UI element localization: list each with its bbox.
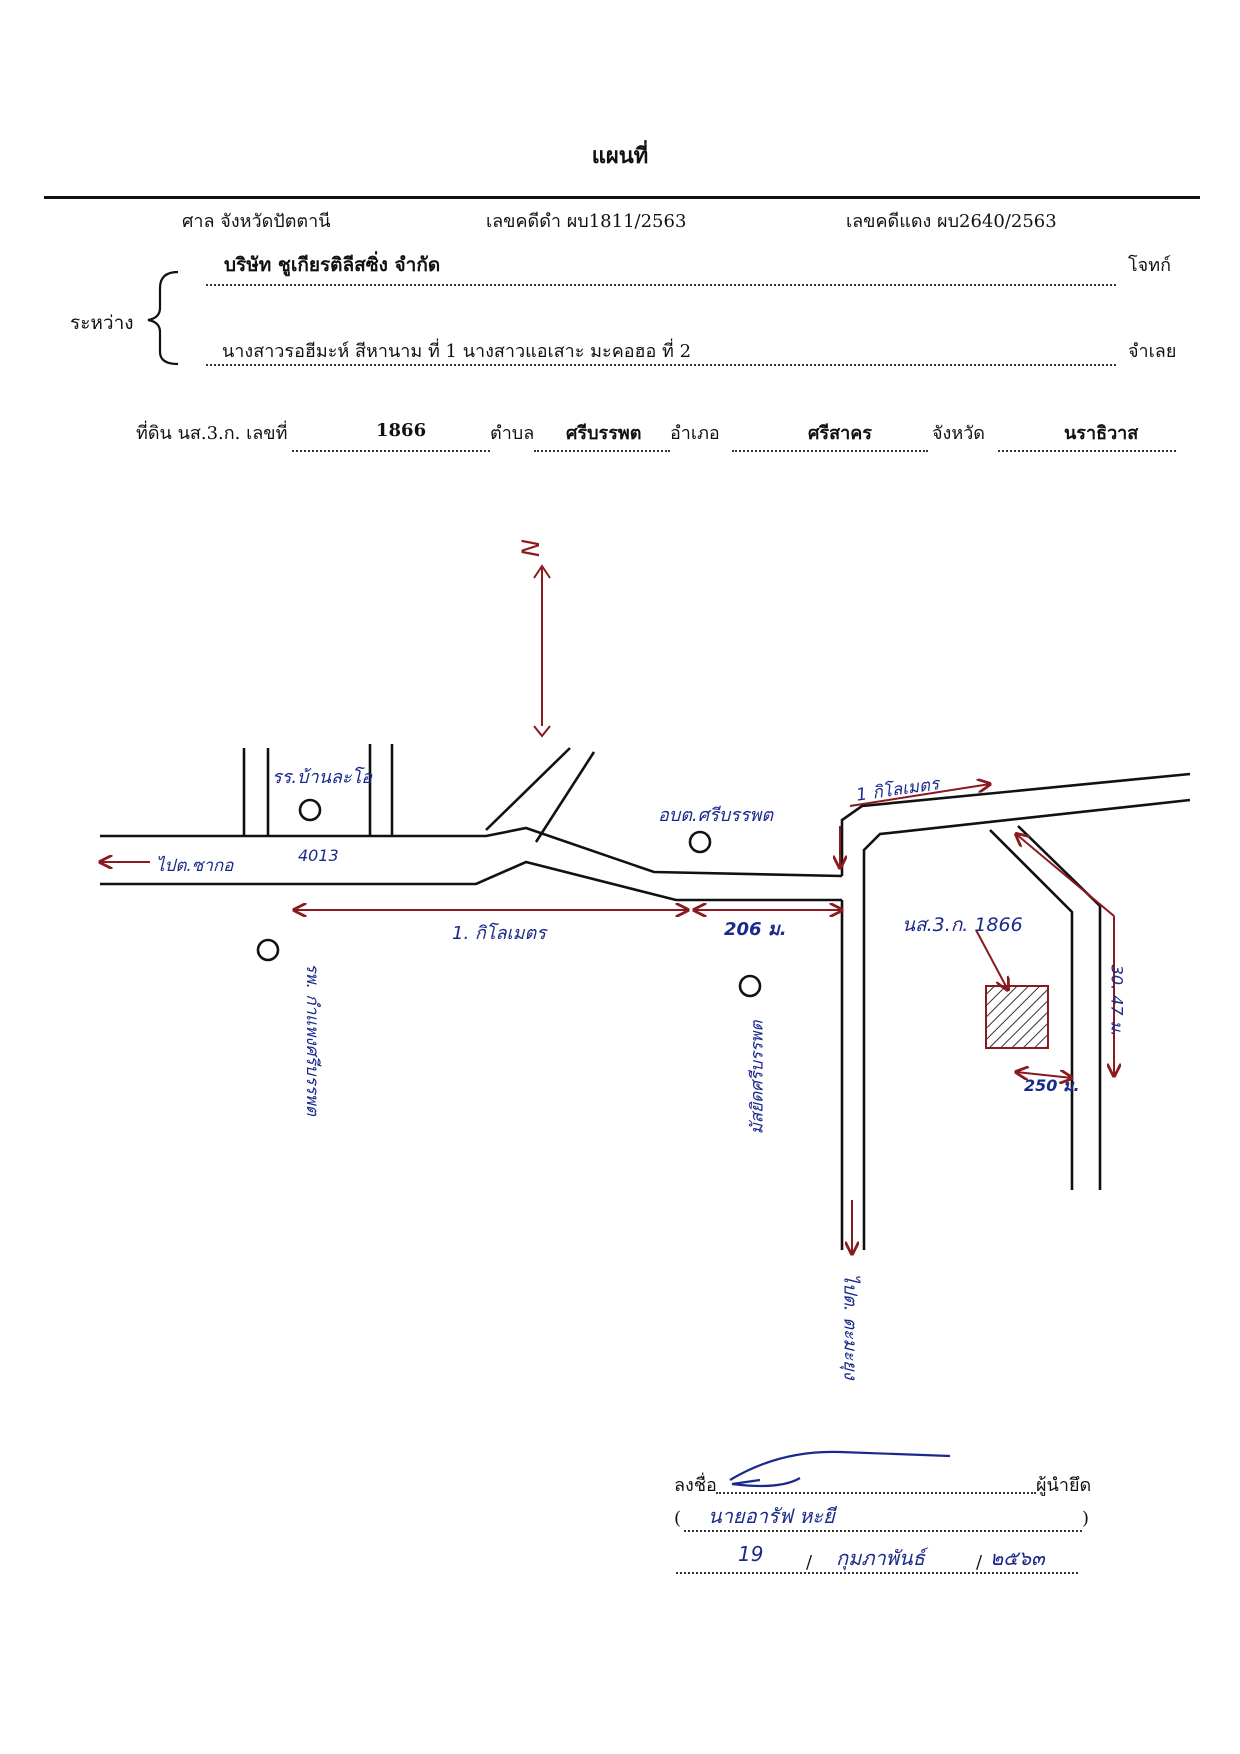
open-paren: ( (674, 1508, 682, 1529)
between-label: ระหว่าง (70, 312, 134, 334)
land-number-dotline (292, 450, 490, 452)
signature-scribble (729, 1450, 951, 1488)
province-label: จังหวัด (932, 423, 985, 444)
road-number-label: 4013 (298, 846, 339, 865)
plaintiff-name: บริษัท ชูเกียรติลีสซิ่ง จำกัด (224, 254, 441, 276)
district-label: อำเภอ (670, 423, 720, 444)
distance-arrows (100, 784, 1114, 1254)
name-dotline (684, 1530, 1082, 1532)
defendant-role: จำเลย (1128, 341, 1177, 362)
black-case-number: เลขคดีดำ ผบ1811/2563 (486, 211, 687, 232)
province-value: นราธิวาส (1064, 423, 1139, 444)
plot-width-label: 250 ม. (1024, 1076, 1080, 1095)
mosque-label: มัสยิดศรีบรรพต (747, 1020, 768, 1135)
province-dotline (998, 450, 1176, 452)
plaintiff-role: โจทก์ (1128, 255, 1171, 276)
close-paren: ) (1082, 1508, 1090, 1529)
school-marker-icon (298, 798, 322, 822)
district-dotline (732, 450, 928, 452)
plot-label: นส.3.ก. 1866 (902, 914, 1023, 936)
hospital-label: รพ. กำแพงศรีบรรพต (301, 963, 322, 1116)
land-plot (985, 985, 1049, 1049)
subdistrict-label: ตำบล (490, 423, 535, 444)
north-label: N (516, 539, 545, 557)
defendant-names: นางสาวรอฮีมะห์ สีหานาม ที่ 1 นางสาวแอเสา… (222, 341, 692, 362)
date-slash-2: / (976, 1552, 983, 1573)
distance-206m: 206 ม. (724, 919, 787, 940)
district-value: ศรีสาคร (808, 423, 872, 444)
sign-dotline (716, 1492, 1036, 1494)
brace-icon (147, 270, 179, 366)
obt-marker-icon (688, 830, 712, 854)
defendant-dotline (206, 364, 1116, 366)
red-case-number: เลขคดีแดง ผบ2640/2563 (846, 211, 1057, 232)
north-arrow-icon (533, 564, 551, 738)
to-sakor-label: ไปต.ซากอ (156, 856, 234, 876)
date-slash-1: / (806, 1552, 813, 1573)
sign-label: ลงชื่อ (674, 1475, 717, 1496)
date-year: ๒๕๖๓ (990, 1546, 1045, 1570)
obt-label: อบต.ศรีบรรพต (658, 805, 774, 826)
signer-name: นายอารัฟ หะยี (708, 1504, 835, 1528)
plot-height-label: 30. 47 ม. (1107, 964, 1127, 1037)
plaintiff-dotline (206, 284, 1116, 286)
page-title: แผนที่ (591, 143, 649, 169)
land-number: 1866 (376, 420, 427, 441)
date-dotline (676, 1572, 1078, 1574)
court-name: ศาล จังหวัดปัตตานี (182, 211, 331, 232)
mosque-marker-icon (738, 974, 762, 998)
subdistrict-dotline (534, 450, 670, 452)
distance-1km-bottom: 1. กิโลเมตร (452, 923, 546, 944)
school-label: รร.บ้านละโอ (272, 767, 373, 788)
signer-role: ผู้นำยึด (1036, 1475, 1092, 1496)
date-month: กุมภาพันธ์ (836, 1546, 925, 1570)
land-prefix: ที่ดิน นส.3.ก. เลขที่ (136, 423, 288, 444)
subdistrict-value: ศรีบรรพต (566, 423, 642, 444)
hospital-marker-icon (256, 938, 280, 962)
header-rule (44, 196, 1200, 199)
date-day: 19 (738, 1542, 764, 1566)
main-road (100, 744, 1191, 1250)
to-tamayung-label: ไปต. ตะมะยุง (839, 1273, 861, 1380)
